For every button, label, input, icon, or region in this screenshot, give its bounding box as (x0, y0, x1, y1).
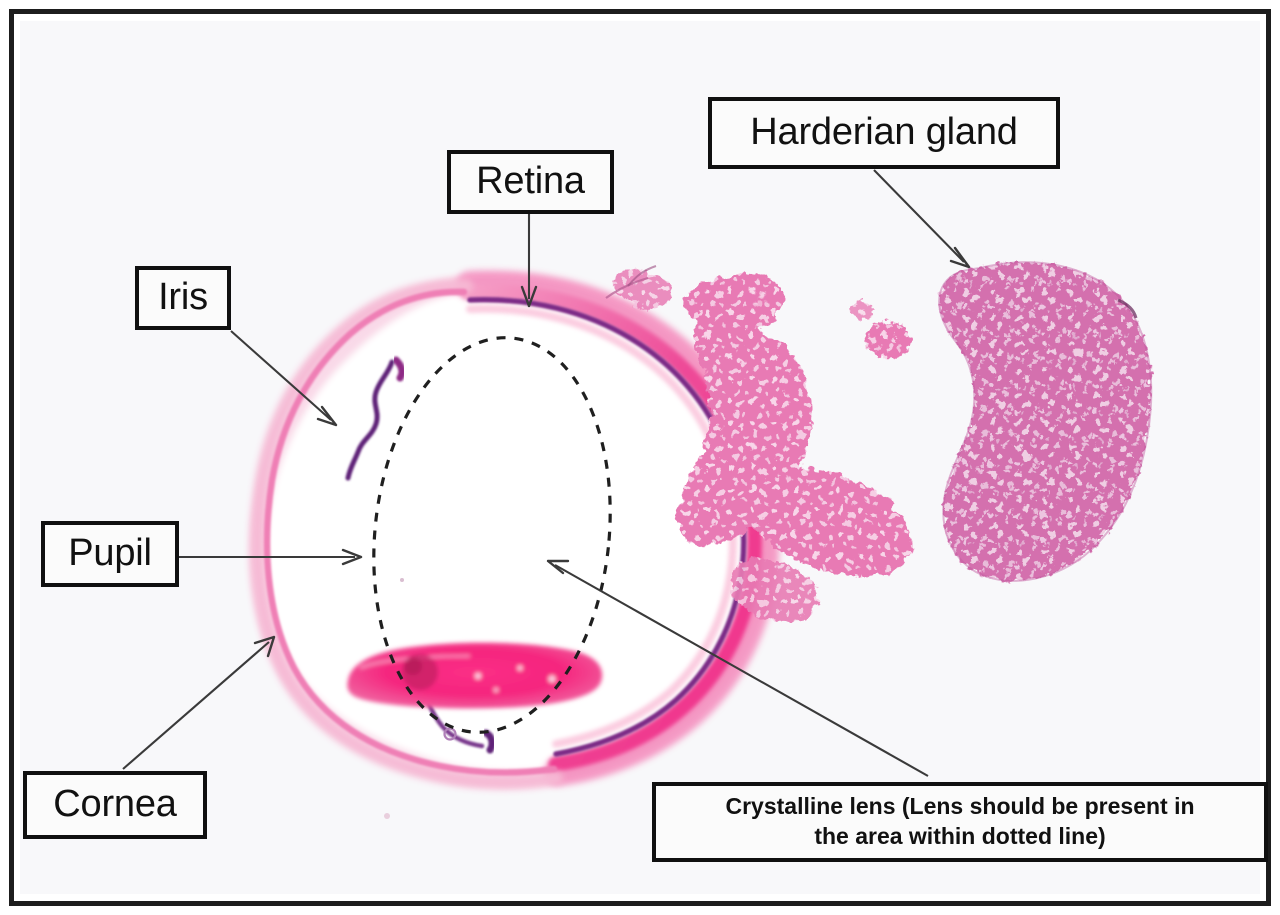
label-crystalline-lens[interactable]: Crystalline lens (Lens should be present… (652, 782, 1268, 862)
label-cornea-text: Cornea (53, 783, 177, 826)
figure-canvas (20, 21, 1260, 894)
label-retina-text: Retina (476, 160, 585, 203)
label-iris-text: Iris (158, 276, 208, 319)
label-pupil[interactable]: Pupil (41, 521, 179, 587)
label-cornea[interactable]: Cornea (23, 771, 207, 839)
label-harderian-gland[interactable]: Harderian gland (708, 97, 1060, 169)
label-pupil-text: Pupil (68, 532, 152, 575)
label-iris[interactable]: Iris (135, 266, 231, 330)
label-crystalline-lens-line1: Crystalline lens (Lens should be present… (725, 793, 1195, 820)
label-retina[interactable]: Retina (447, 150, 614, 214)
label-crystalline-lens-line2: the area within dotted line) (814, 823, 1106, 849)
label-harderian-gland-text: Harderian gland (750, 111, 1018, 154)
label-crystalline-lens-text: Crystalline lens (Lens should be present… (725, 792, 1194, 852)
